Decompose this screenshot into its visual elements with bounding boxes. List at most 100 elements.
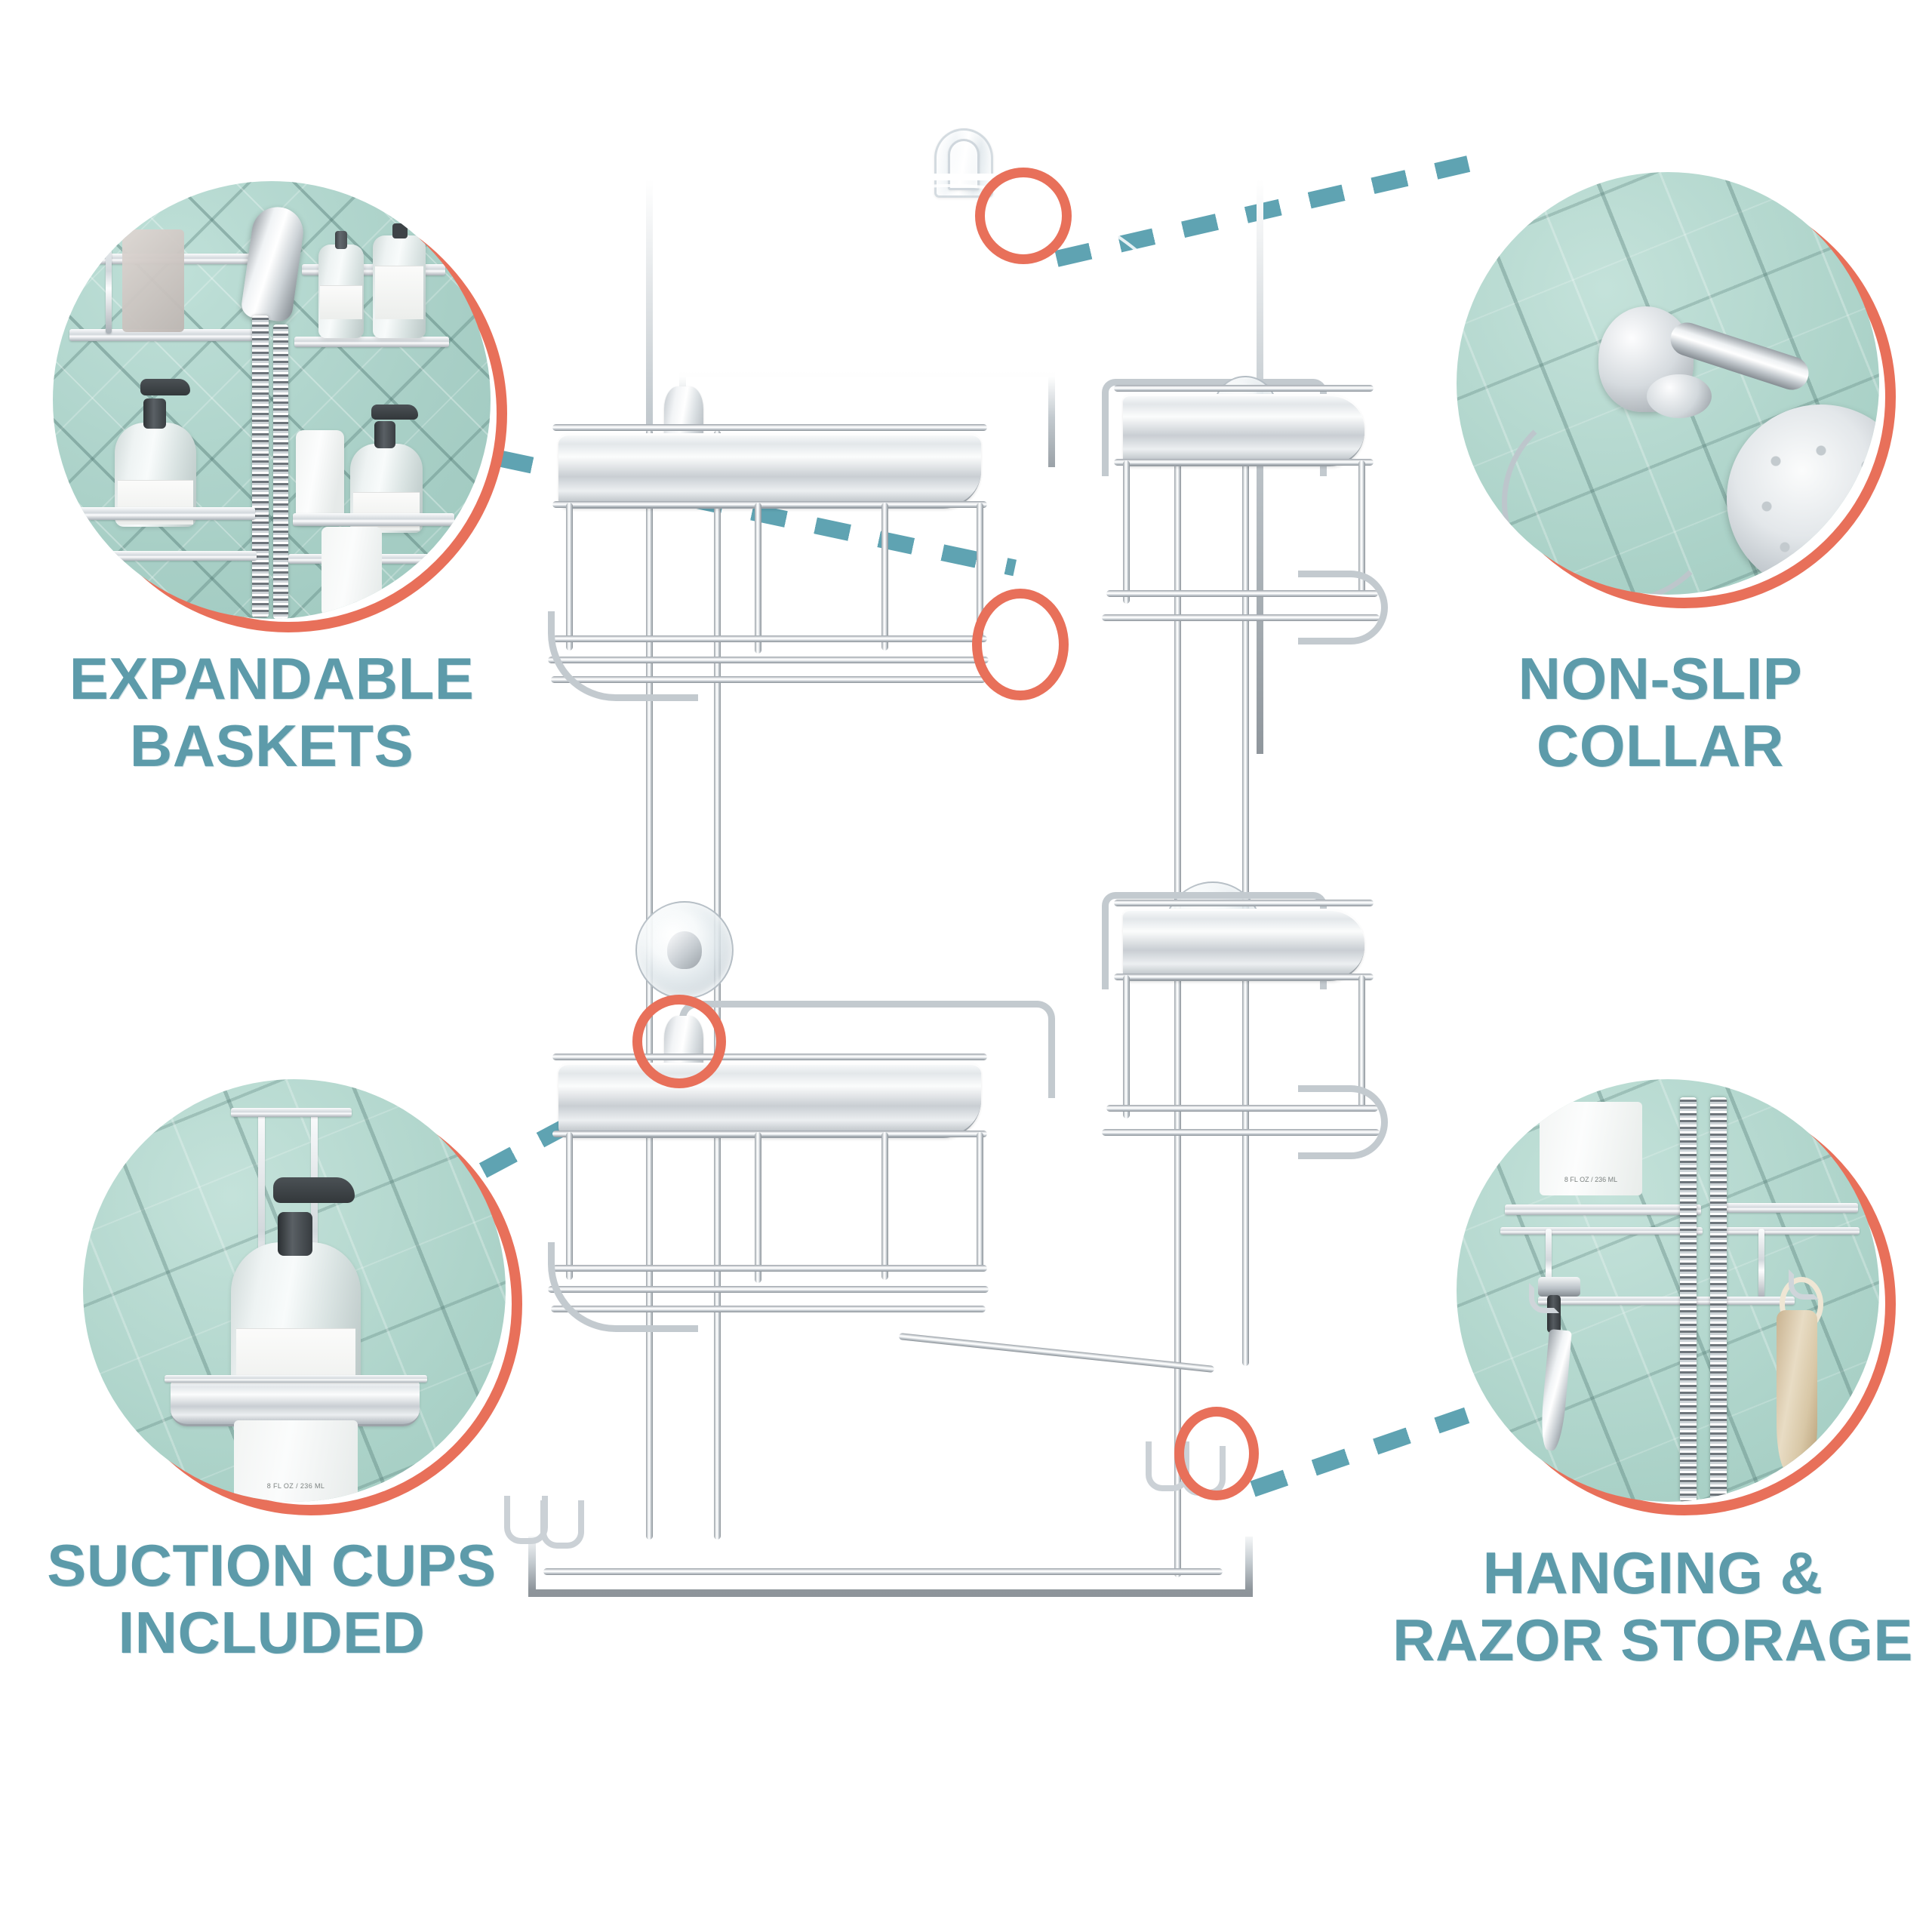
bottle-on-shelf <box>1540 1102 1642 1195</box>
shower-head-nozzles <box>1746 423 1879 574</box>
shower-head <box>1727 405 1879 593</box>
callout-photo-hanging-razor-storage: 8 FL OZ / 236 ML <box>1457 1079 1879 1502</box>
highlight-ring-expandable-basket <box>972 589 1069 700</box>
lower-left-basket-band <box>558 1063 981 1138</box>
shower-hose-b <box>1710 1097 1727 1502</box>
pump-bottle-left <box>115 379 196 527</box>
shelf-upper-left-back <box>106 220 112 334</box>
post-left <box>1546 1229 1552 1298</box>
shelf-lower-left-2 <box>68 551 257 561</box>
lower-right-floor-rail-1 <box>1106 1105 1378 1112</box>
razor-handle <box>1539 1328 1572 1452</box>
callout-photo-expandable-baskets <box>53 181 491 619</box>
lower-right-floor-rail-2 <box>1102 1129 1380 1136</box>
upper-left-floor-rail-2 <box>548 657 989 663</box>
upper-left-basket-band <box>558 433 981 509</box>
lower-right-basket-band <box>1123 909 1364 981</box>
upper-left-cage-bar-4 <box>977 503 983 638</box>
lower-left-floor-rail-1 <box>552 1265 987 1272</box>
lower-left-cage-bar-1 <box>566 1132 573 1280</box>
hose-curve <box>1502 398 1724 595</box>
lower-left-cage-bar-4 <box>977 1132 983 1268</box>
shower-hose-b <box>273 325 288 619</box>
lower-left-floor-corner <box>548 1242 698 1332</box>
shelf-right-2 <box>1719 1227 1860 1235</box>
suction-cup-nub <box>667 931 702 970</box>
product-shower-caddy <box>504 128 1388 1660</box>
caddy-top-rail <box>231 1108 352 1117</box>
hydrating-mask-tube <box>296 430 344 525</box>
callout-hanging-razor-storage: 8 FL OZ / 236 ML <box>1457 1079 1896 1515</box>
upper-right-floor-corner <box>1298 571 1388 645</box>
shelf-lower-left <box>74 507 255 520</box>
callout-photo-non-slip-collar <box>1457 172 1879 595</box>
lower-left-floor-rail-3 <box>551 1306 986 1312</box>
caddy-shelf-band <box>171 1380 420 1426</box>
lower-left-floor-rail-2 <box>548 1286 989 1293</box>
post-right-a <box>1174 430 1181 1577</box>
callout-non-slip-collar <box>1457 172 1896 608</box>
upper-left-cage-bar-3 <box>881 503 888 651</box>
shelf-upper-2 <box>1500 1227 1703 1235</box>
caddy-shelf-rail <box>165 1375 427 1383</box>
upper-right-floor-rail-2 <box>1102 614 1380 621</box>
upper-left-floor-corner <box>548 611 698 701</box>
sponge-item <box>122 229 184 332</box>
lower-right-basket-toprail <box>1114 900 1374 906</box>
highlight-ring-suction-cup <box>632 995 726 1088</box>
lower-cross-bar <box>898 1333 1215 1373</box>
shelf-right <box>1722 1203 1858 1213</box>
upper-right-cage-bar-1 <box>1123 460 1130 604</box>
shelf-lower-right <box>293 513 454 526</box>
upper-right-cage-bar-2 <box>1358 460 1365 596</box>
suction-cup-left <box>635 901 734 999</box>
pump-bottle <box>231 1177 361 1404</box>
highlight-ring-non-slip-collar <box>975 168 1072 264</box>
shelf-upper-left-2 <box>69 329 258 341</box>
callout-suction-cups: 8 FL OZ / 236 ML <box>83 1079 522 1515</box>
feature-label-non-slip-collar: NON-SLIP COLLAR <box>1518 645 1803 779</box>
lower-right-floor-corner <box>1298 1085 1388 1159</box>
shower-hose-a <box>252 315 269 617</box>
upper-left-cage-bar-2 <box>755 503 761 654</box>
shelf-upper-right-2 <box>294 337 449 347</box>
bottle-bottom-right <box>321 527 382 616</box>
upper-left-cage-bar-1 <box>566 503 573 651</box>
hook-right-icon <box>1789 1269 1819 1300</box>
detangler-jar <box>373 223 426 338</box>
lower-left-basket-lowrail <box>552 1131 987 1137</box>
bottle-volume-text: 8 FL OZ / 236 ML <box>1564 1176 1618 1183</box>
bottle-below-shelf <box>234 1420 358 1502</box>
upper-right-basket-lowrail <box>1114 459 1374 466</box>
upper-right-basket-band <box>1123 394 1364 466</box>
hook-left-icon <box>1529 1283 1559 1313</box>
razor-bar <box>528 1537 1253 1597</box>
bottom-hook-left-2 <box>540 1500 584 1549</box>
post-right <box>1758 1229 1764 1298</box>
lower-left-cage-bar-3 <box>881 1132 888 1280</box>
lower-right-cage-bar-2 <box>1358 975 1365 1111</box>
lower-left-basket-toprail <box>552 1054 987 1060</box>
upper-right-basket-toprail <box>1114 385 1374 392</box>
callout-photo-suction-cups: 8 FL OZ / 236 ML <box>83 1079 506 1502</box>
bottle-volume-text: 8 FL OZ / 236 ML <box>266 1482 325 1490</box>
upper-right-floor-rail-1 <box>1106 590 1378 597</box>
upper-left-basket-lowrail <box>552 501 987 508</box>
lower-left-cage-bar-2 <box>755 1132 761 1283</box>
razor-bar <box>1538 1297 1795 1305</box>
shelf-upper <box>1505 1204 1701 1215</box>
highlight-ring-bottom-hook <box>1174 1407 1259 1500</box>
feature-label-suction-cups: SUCTION CUPS INCLUDED <box>47 1532 497 1666</box>
upper-left-floor-rail-3 <box>551 676 986 683</box>
callout-expandable-baskets <box>53 181 507 632</box>
upper-left-floor-rail-1 <box>552 635 987 642</box>
feature-label-expandable-baskets: EXPANDABLE BASKETS <box>69 645 475 779</box>
loofah <box>1777 1310 1817 1473</box>
razor-bar-rail <box>543 1568 1223 1575</box>
feature-label-hanging-razor-storage: HANGING & RAZOR STORAGE <box>1392 1540 1913 1673</box>
lower-right-basket-lowrail <box>1114 974 1374 980</box>
shower-hose-a <box>1680 1097 1697 1502</box>
lower-right-cage-bar-1 <box>1123 975 1130 1118</box>
argan-bottle <box>318 231 364 338</box>
